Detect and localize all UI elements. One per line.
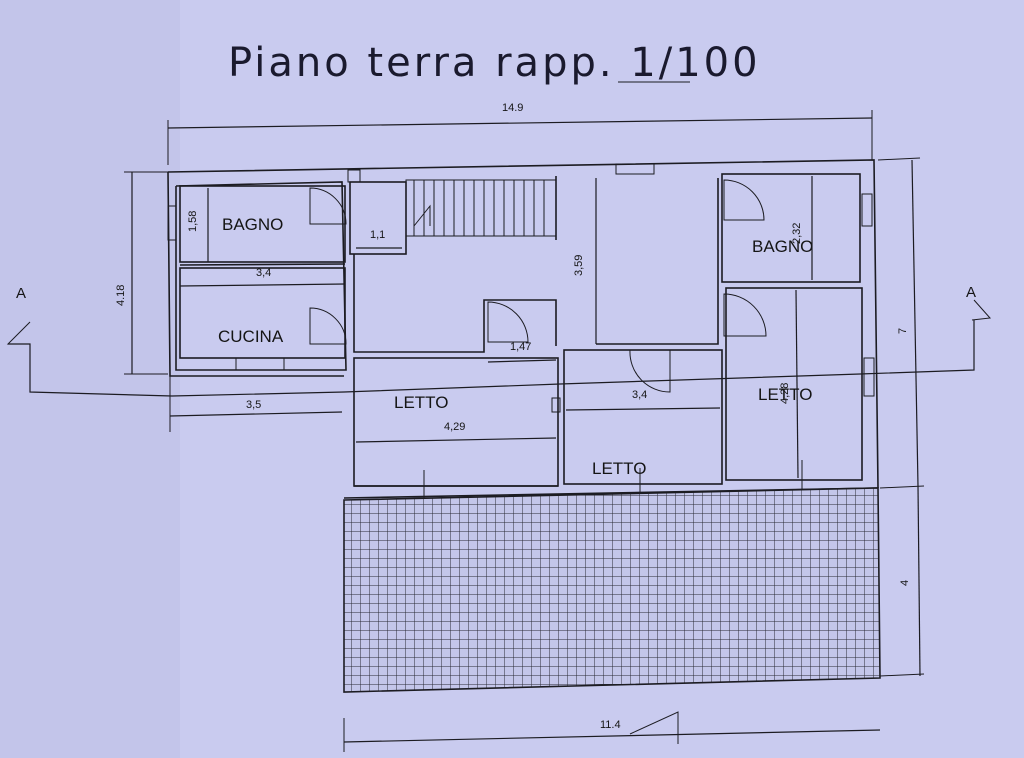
window-left <box>167 205 177 241</box>
dim-corridor-width: 1,47 <box>510 341 531 353</box>
door-swing-bagno-right <box>723 179 765 221</box>
dim-letto-mid-width: 3,4 <box>632 389 647 401</box>
dim-line <box>179 283 346 287</box>
dim-left-height: 4.18 <box>115 285 127 306</box>
door-swing-cucina <box>309 307 347 345</box>
paper-shadow <box>0 0 180 758</box>
dim-line <box>565 407 721 411</box>
dim-tick <box>877 157 921 161</box>
window-letto-3 <box>863 357 875 397</box>
dim-letto-right-height: 4,28 <box>779 383 791 404</box>
room-bagno-right <box>721 173 861 283</box>
dim-line-terrace-height <box>917 485 921 677</box>
dim-stair-height: 3,59 <box>573 255 585 276</box>
section-line-a <box>6 299 992 397</box>
dim-hall-width: 1,1 <box>370 229 385 241</box>
label-letto-1: LETTO <box>394 393 448 412</box>
dim-tick <box>879 485 925 489</box>
section-mark-left: A <box>16 285 26 302</box>
dim-line-terrace-width <box>343 729 881 743</box>
dim-letto-width: 4,29 <box>444 421 465 433</box>
corridor-wall <box>353 254 557 353</box>
dim-bagno-height: 1,58 <box>187 211 199 232</box>
section-mark-right: A <box>966 284 976 301</box>
room-letto-3 <box>725 287 863 481</box>
window-bagno-right <box>861 193 873 227</box>
wall-stair-right <box>596 178 719 345</box>
dim-tick <box>879 673 925 677</box>
wall-divider <box>179 263 346 266</box>
label-letto-3: LETTO <box>758 385 812 404</box>
door-swing-letto-2 <box>629 349 671 393</box>
dim-line-total-width <box>167 117 873 129</box>
dim-line-right-height <box>911 159 919 487</box>
dim-terrace-width: 11.4 <box>600 719 621 731</box>
label-letto-2: LETTO <box>592 459 646 478</box>
door-swing-bagno <box>309 187 347 225</box>
dim-bagno-right-height: 2,32 <box>791 223 803 244</box>
window-top-mid <box>615 163 655 175</box>
door-jamb <box>551 397 561 413</box>
dim-line <box>169 411 343 417</box>
hall-block <box>349 181 407 255</box>
dim-line <box>795 289 799 479</box>
page-title: Piano terra rapp. 1/100 <box>228 40 761 86</box>
dim-kitchen-bottom: 3,5 <box>246 399 261 411</box>
staircase <box>405 179 557 237</box>
inner-wall-left-block <box>175 181 347 371</box>
door-swing-letto-3 <box>723 293 767 337</box>
terrace-tiled <box>343 487 881 693</box>
label-cucina: CUCINA <box>218 327 284 346</box>
dim-line <box>487 359 557 363</box>
dim-kitchen-width: 3,4 <box>256 267 271 279</box>
door-swing-corridor <box>487 301 529 343</box>
outer-wall-top <box>167 159 879 489</box>
section-arrow-bottom <box>629 711 679 744</box>
window-top-left <box>347 169 361 183</box>
dim-total-width: 14.9 <box>502 102 523 114</box>
label-bagno-left: BAGNO <box>222 215 283 234</box>
dim-terrace-height: 4 <box>899 580 911 586</box>
window-cucina <box>235 357 285 371</box>
label-bagno-right: BAGNO <box>752 237 813 256</box>
dim-line <box>355 437 557 443</box>
dim-right-height: 7 <box>897 328 909 334</box>
